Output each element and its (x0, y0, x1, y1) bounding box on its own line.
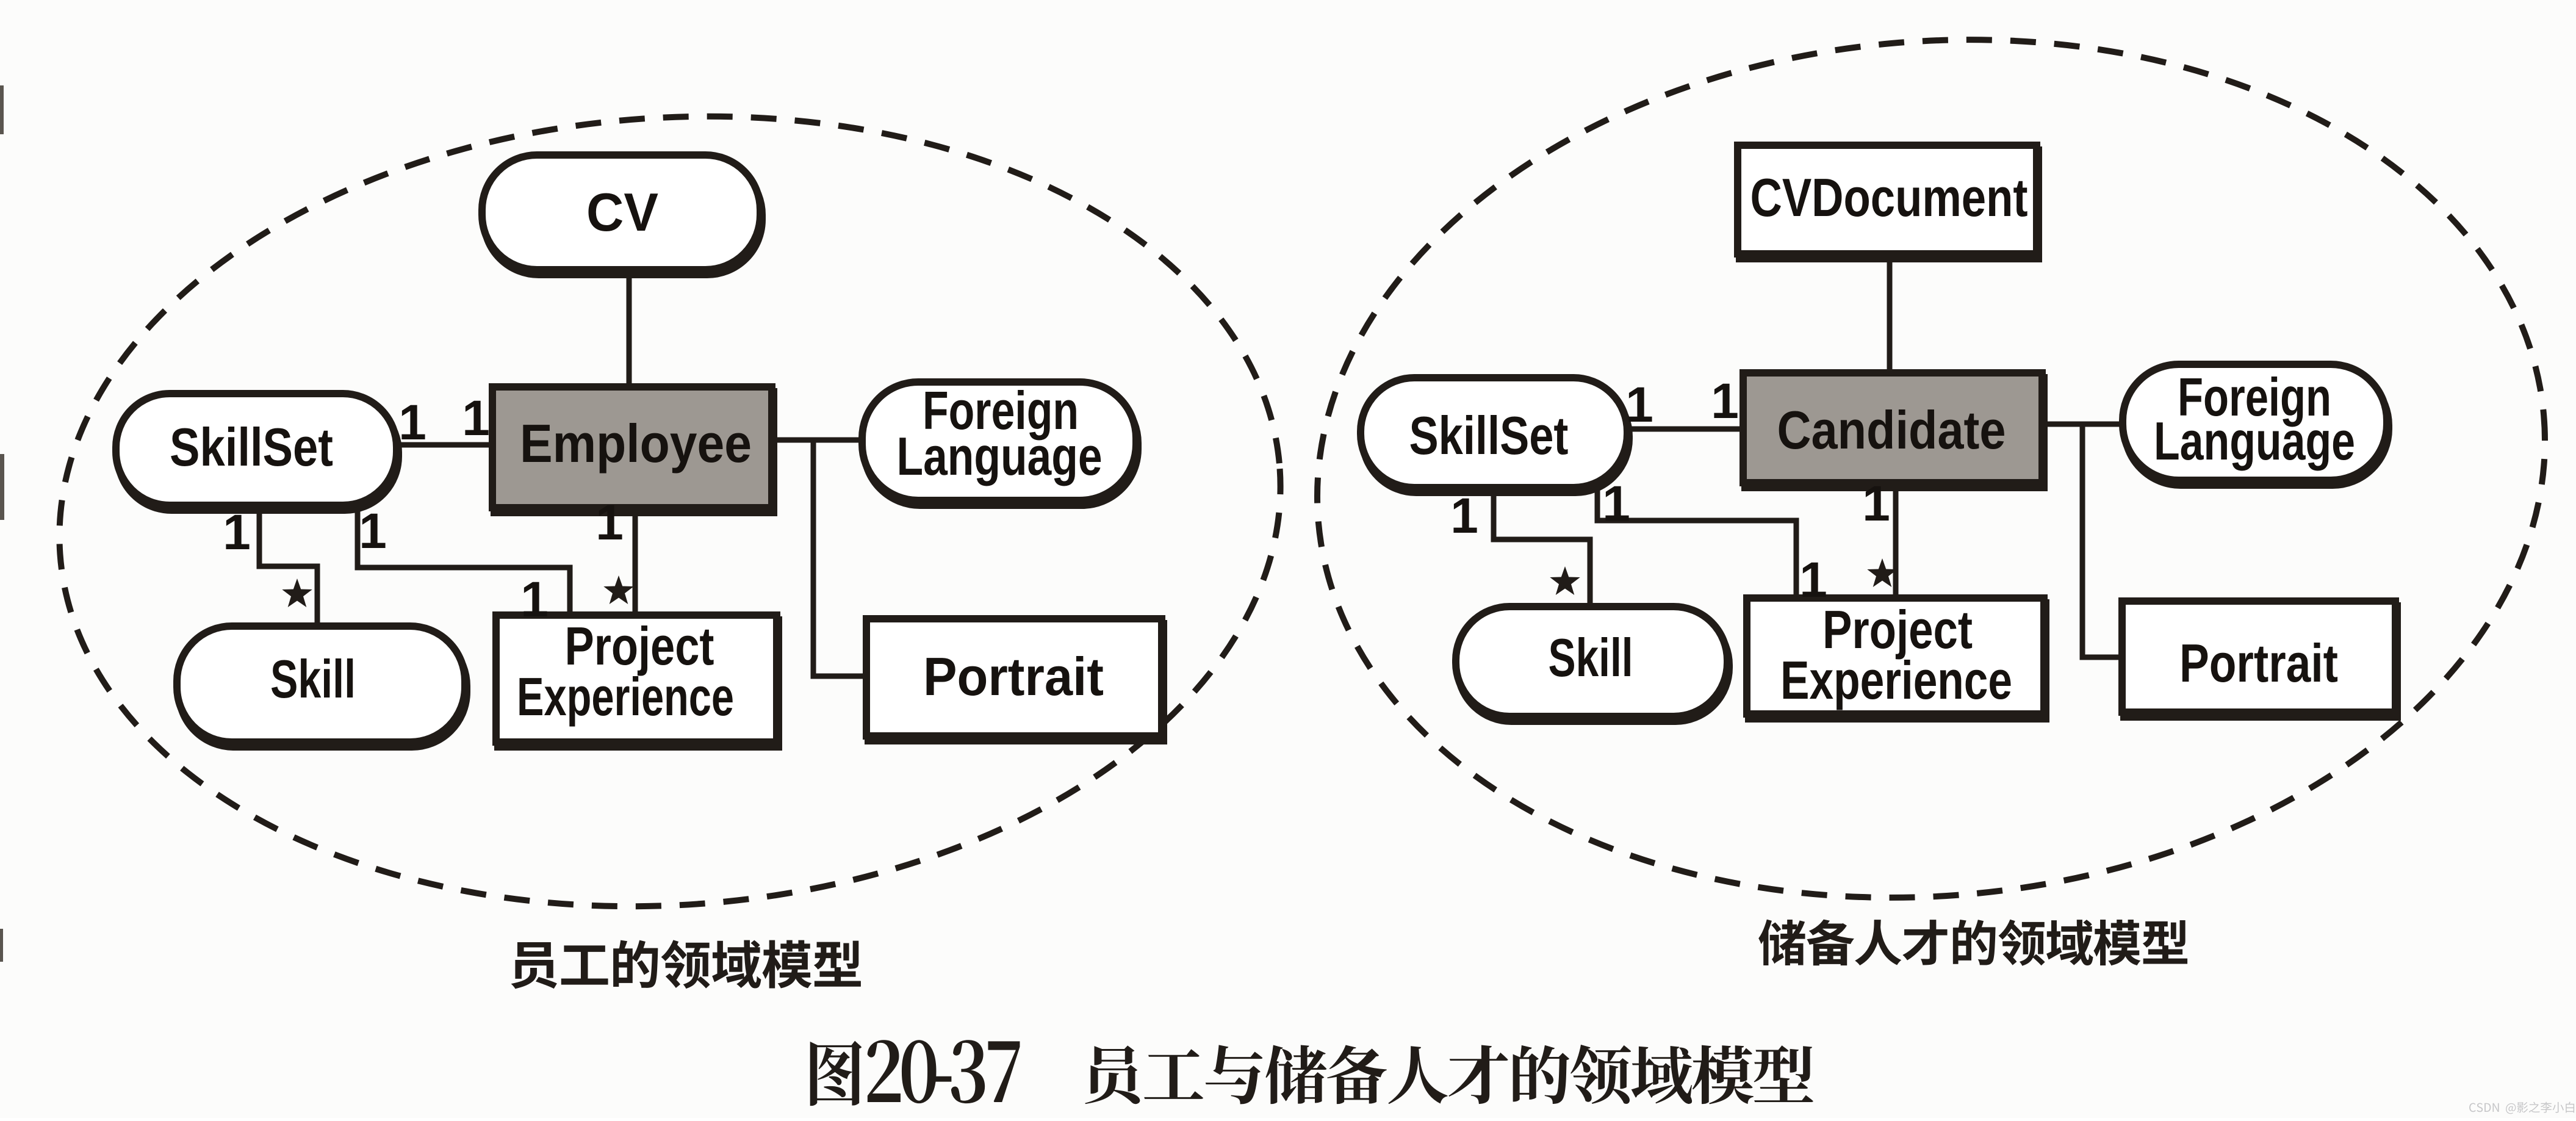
svg-text:1: 1 (1799, 552, 1827, 608)
svg-text:SkillSet: SkillSet (1409, 405, 1569, 466)
svg-text:Project: Project (1822, 599, 1973, 660)
svg-text:1: 1 (398, 395, 426, 450)
svg-text:1: 1 (223, 505, 251, 560)
svg-text:1: 1 (1450, 488, 1478, 544)
svg-text:Language: Language (897, 426, 1103, 486)
svg-text:1: 1 (462, 391, 490, 446)
svg-text:SkillSet: SkillSet (170, 417, 333, 477)
svg-text:1: 1 (1862, 476, 1890, 532)
svg-text:1: 1 (520, 572, 549, 627)
svg-text:Employee: Employee (520, 413, 752, 474)
svg-text:Skill: Skill (1549, 627, 1633, 688)
svg-text:Experience: Experience (1780, 650, 2012, 710)
svg-text:Foreign: Foreign (2178, 367, 2331, 427)
svg-text:CVDocument: CVDocument (1750, 167, 2028, 228)
svg-text:Skill: Skill (270, 649, 356, 709)
svg-text:Project: Project (565, 616, 714, 676)
svg-text:1: 1 (595, 495, 624, 550)
svg-text:Foreign: Foreign (923, 380, 1079, 441)
svg-text:Language: Language (2154, 411, 2355, 471)
svg-text:CV: CV (586, 182, 658, 242)
svg-text:Portrait: Portrait (923, 646, 1104, 707)
svg-text:1: 1 (1625, 377, 1653, 433)
svg-text:Experience: Experience (517, 666, 734, 727)
svg-text:Candidate: Candidate (1777, 400, 2006, 460)
svg-text:1: 1 (1711, 373, 1739, 429)
svg-text:1: 1 (359, 503, 387, 559)
svg-text:Portrait: Portrait (2179, 633, 2338, 693)
svg-text:1: 1 (1602, 476, 1630, 532)
